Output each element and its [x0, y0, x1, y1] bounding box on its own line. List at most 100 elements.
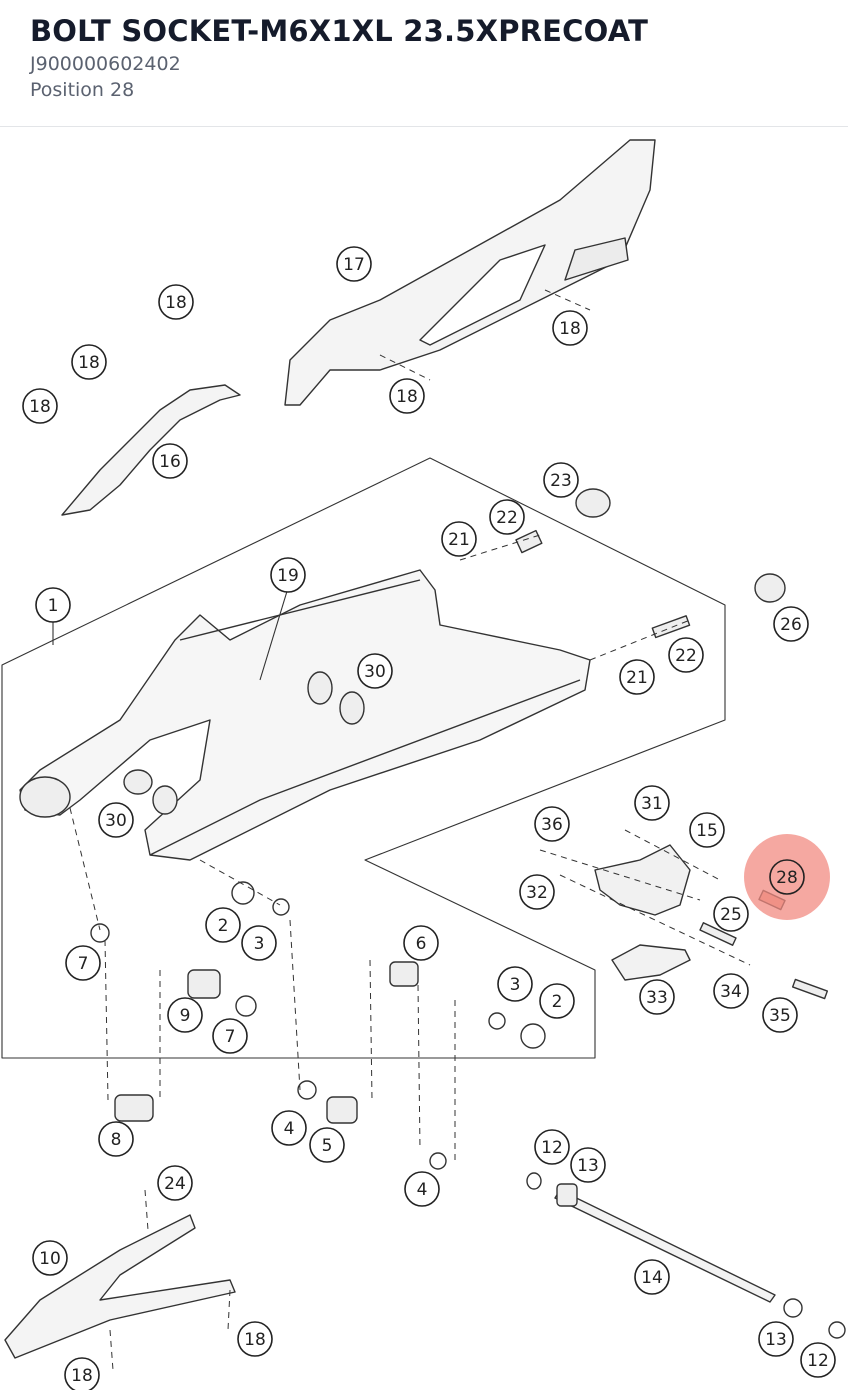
callout-c12a[interactable]: 12	[534, 1129, 570, 1165]
callout-circle	[497, 966, 533, 1002]
callout-circle	[71, 344, 107, 380]
callout-c10[interactable]: 10	[32, 1240, 68, 1276]
callout-circle	[64, 1357, 100, 1390]
callout-circle	[205, 907, 241, 943]
callout-c7a[interactable]: 7	[65, 945, 101, 981]
callout-circle	[157, 1165, 193, 1201]
callout-c13a[interactable]: 13	[570, 1147, 606, 1183]
callout-c18d[interactable]: 18	[552, 310, 588, 346]
callout-c22a[interactable]: 22	[489, 499, 525, 535]
callout-c2b[interactable]: 2	[539, 983, 575, 1019]
callout-c31[interactable]: 31	[634, 785, 670, 821]
callout-c18a[interactable]: 18	[158, 284, 194, 320]
callout-c16[interactable]: 16	[152, 443, 188, 479]
callout-c36[interactable]: 36	[534, 806, 570, 842]
callout-c18b[interactable]: 18	[71, 344, 107, 380]
callout-c3a[interactable]: 3	[241, 925, 277, 961]
callout-circle	[619, 659, 655, 695]
callout-circle	[534, 1129, 570, 1165]
callout-number: 18	[71, 1366, 93, 1386]
callout-c4b[interactable]: 4	[404, 1171, 440, 1207]
callout-number: 33	[646, 988, 668, 1008]
callout-c35[interactable]: 35	[762, 997, 798, 1033]
callout-c7b[interactable]: 7	[212, 1018, 248, 1054]
callout-c24[interactable]: 24	[157, 1165, 193, 1201]
callout-circle	[403, 925, 439, 961]
callout-circle	[404, 1171, 440, 1207]
callout-number: 8	[111, 1130, 122, 1150]
callout-c28[interactable]: 28	[744, 834, 830, 920]
callout-number: 12	[541, 1138, 563, 1158]
callout-c18f[interactable]: 18	[237, 1321, 273, 1357]
callout-c25[interactable]: 25	[713, 896, 749, 932]
callout-number: 18	[165, 293, 187, 313]
callout-c13b[interactable]: 13	[758, 1321, 794, 1357]
callout-number: 1	[48, 596, 59, 616]
callout-number: 18	[244, 1330, 266, 1350]
callout-c4a[interactable]: 4	[271, 1110, 307, 1146]
callout-circle	[552, 310, 588, 346]
callout-number: 25	[720, 905, 742, 925]
callout-c6[interactable]: 6	[403, 925, 439, 961]
callout-circle	[534, 806, 570, 842]
callout-circle	[389, 378, 425, 414]
callout-number: 3	[510, 975, 521, 995]
callout-number: 4	[284, 1119, 295, 1139]
callout-circle	[800, 1342, 836, 1378]
callout-c3b[interactable]: 3	[497, 966, 533, 1002]
callout-number: 7	[78, 954, 89, 974]
callout-c1[interactable]: 1	[35, 587, 71, 623]
callout-c23[interactable]: 23	[543, 462, 579, 498]
callout-c8[interactable]: 8	[98, 1121, 134, 1157]
callout-c18e[interactable]: 18	[389, 378, 425, 414]
callout-number: 22	[675, 646, 697, 666]
callout-circle	[32, 1240, 68, 1276]
callout-number: 18	[559, 319, 581, 339]
callout-c30a[interactable]: 30	[357, 653, 393, 689]
callout-c19[interactable]: 19	[270, 557, 306, 593]
part-title: BOLT SOCKET-M6X1XL 23.5XPRECOAT	[30, 14, 649, 48]
callout-number: 13	[765, 1330, 787, 1350]
callout-c15[interactable]: 15	[689, 812, 725, 848]
callout-c18g[interactable]: 18	[64, 1357, 100, 1390]
callout-c33[interactable]: 33	[639, 979, 675, 1015]
callout-number: 2	[218, 916, 229, 936]
callout-c2a[interactable]: 2	[205, 907, 241, 943]
callout-circle	[689, 812, 725, 848]
callout-number: 3	[254, 934, 265, 954]
callout-c22b[interactable]: 22	[668, 637, 704, 673]
callout-circle	[237, 1321, 273, 1357]
callout-c34[interactable]: 34	[713, 973, 749, 1009]
callout-circle	[271, 1110, 307, 1146]
callout-number: 16	[159, 452, 181, 472]
callout-circle	[241, 925, 277, 961]
callout-number: 30	[364, 662, 386, 682]
callout-number: 31	[641, 794, 663, 814]
callout-c17[interactable]: 17	[336, 246, 372, 282]
callout-number: 15	[696, 821, 718, 841]
callout-circle	[519, 874, 555, 910]
callout-c32[interactable]: 32	[519, 874, 555, 910]
callout-c14[interactable]: 14	[634, 1259, 670, 1295]
part-header: BOLT SOCKET-M6X1XL 23.5XPRECOAT J9000006…	[0, 0, 848, 127]
callout-number: 36	[541, 815, 563, 835]
callout-c18c[interactable]: 18	[22, 388, 58, 424]
callout-circle	[543, 462, 579, 498]
callout-c21a[interactable]: 21	[441, 521, 477, 557]
callout-c30b[interactable]: 30	[98, 802, 134, 838]
callout-circle	[539, 983, 575, 1019]
callout-c26[interactable]: 26	[773, 606, 809, 642]
callout-number: 14	[641, 1268, 663, 1288]
callout-number: 22	[496, 508, 518, 528]
callout-c9[interactable]: 9	[167, 997, 203, 1033]
callout-number: 19	[277, 566, 299, 586]
callout-number: 32	[526, 883, 548, 903]
callout-number: 17	[343, 255, 365, 275]
callout-circle	[639, 979, 675, 1015]
callout-circle	[713, 896, 749, 932]
callout-c12b[interactable]: 12	[800, 1342, 836, 1378]
callout-c5[interactable]: 5	[309, 1127, 345, 1163]
callout-circle	[152, 443, 188, 479]
callout-c21b[interactable]: 21	[619, 659, 655, 695]
